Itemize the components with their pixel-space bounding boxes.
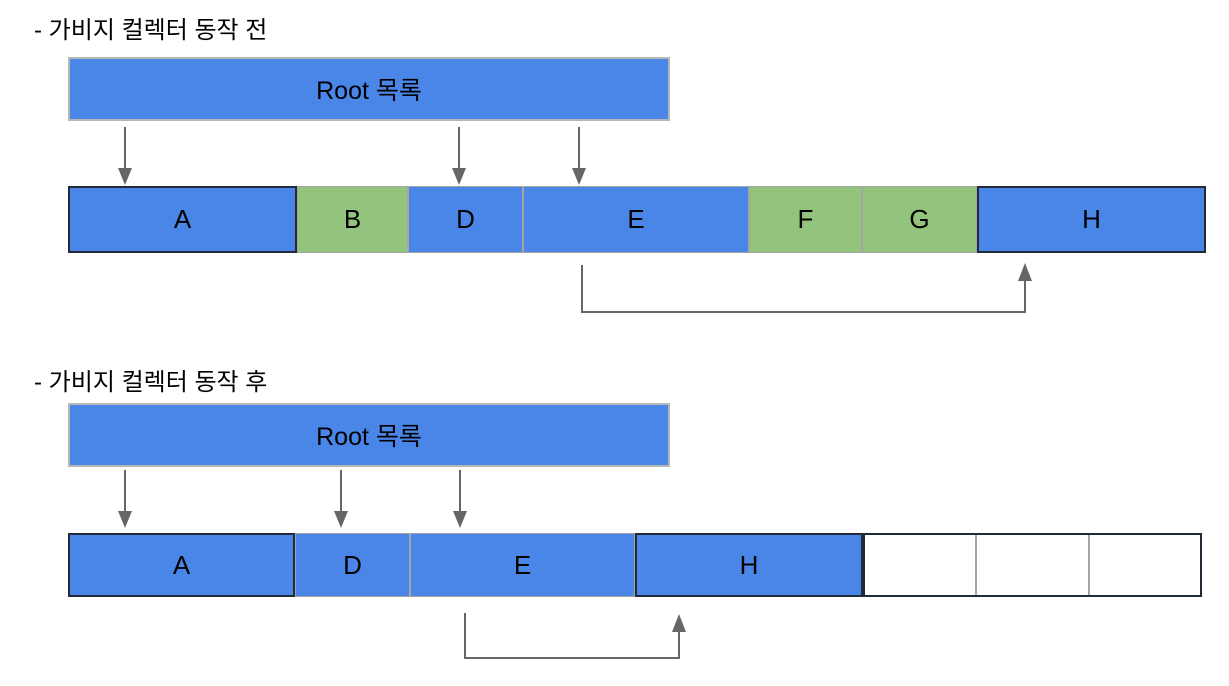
- memory-block-e: E: [523, 186, 749, 253]
- reference-arrow-e-to-h-after: [464, 613, 686, 659]
- arrow-shaft: [458, 127, 460, 168]
- arrow-shaft: [459, 470, 461, 511]
- memory-block-a: A: [68, 533, 295, 597]
- arrow-shaft: [124, 127, 126, 168]
- memory-block-d: D: [408, 186, 523, 253]
- memory-block-d: D: [295, 533, 410, 597]
- root-pointer-arrow-e-after: [452, 470, 468, 528]
- memory-block-a: A: [68, 186, 297, 253]
- root-pointer-arrow-a-before: [117, 127, 133, 185]
- root-list-label: Root 목록: [316, 77, 422, 105]
- after-gc-title: - 가비지 컬렉터 동작 후: [34, 369, 268, 396]
- arrow-shaft: [578, 127, 580, 168]
- root-list-box-after: Root 목록: [68, 403, 670, 467]
- arrow-shaft: [124, 470, 126, 511]
- arrow-head-icon: [452, 168, 466, 185]
- root-list-label: Root 목록: [316, 423, 422, 451]
- memory-block-g: G: [862, 186, 977, 253]
- root-list-box-before: Root 목록: [68, 57, 670, 121]
- memory-block-f: F: [749, 186, 862, 253]
- root-pointer-arrow-d-after: [333, 470, 349, 528]
- root-pointer-arrow-d-before: [451, 127, 467, 185]
- arrow-shaft: [340, 470, 342, 511]
- root-pointer-arrow-a-after: [117, 470, 133, 528]
- reference-arrow-e-to-h-before: [581, 263, 1032, 313]
- memory-block-empty-2: [975, 535, 1088, 595]
- free-memory-region: [863, 533, 1202, 597]
- arrow-head-icon: [334, 511, 348, 528]
- memory-block-empty-3: [1087, 535, 1200, 595]
- memory-block-h: H: [635, 533, 863, 597]
- memory-block-e: E: [410, 533, 635, 597]
- arrow-head-icon: [453, 511, 467, 528]
- arrow-head-icon: [118, 511, 132, 528]
- arrow-head-icon: [572, 168, 586, 185]
- memory-block-empty-1: [865, 535, 976, 595]
- memory-block-h: H: [977, 186, 1206, 253]
- arrow-head-icon: [118, 168, 132, 185]
- root-pointer-arrow-e-before: [571, 127, 587, 185]
- memory-block-b: B: [297, 186, 408, 253]
- before-gc-title: - 가비지 컬렉터 동작 전: [34, 17, 268, 44]
